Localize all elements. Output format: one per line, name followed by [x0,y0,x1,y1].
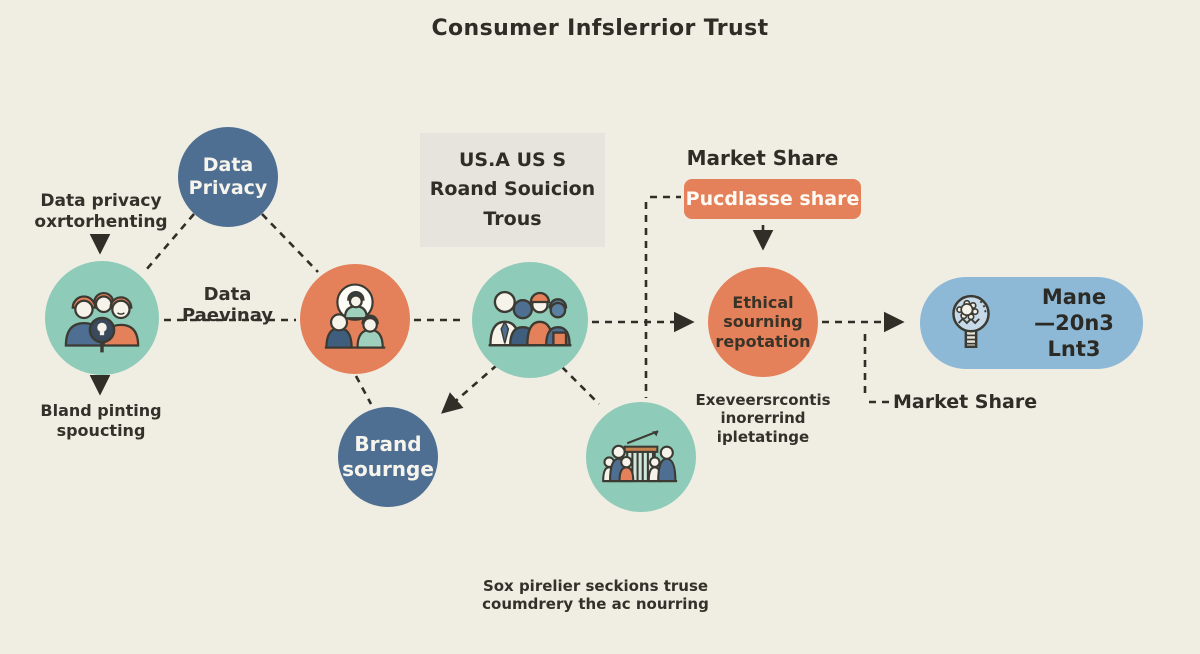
market-share-label: Market Share [893,391,1038,413]
node-data-privacy: Data Privacy [178,127,278,227]
customer-group-magnifier-icon [64,291,140,353]
arrow-consumers-to-brand [441,364,498,414]
purchase-share-box: Pucdlasse share [684,179,861,219]
survey-box: US.A US S Roand Souicion Trous [420,133,605,247]
node-growth-chart [586,402,696,512]
node-customer-group [45,261,159,375]
link-privacy-to-community [261,213,319,273]
caption-data-privacy: Data privacy oxrtorhenting [34,191,168,232]
footer-caption: Sox pirelier seckions truse coumdrery th… [482,577,709,614]
page-title: Consumer Infslerrior Trust [431,16,769,41]
node-consumers [472,262,588,378]
result-pill: Mane —20n3 Lnt3 [920,277,1143,369]
label-data-paevinay: Data Paevinay [181,284,274,326]
people-bar-chart-icon [602,430,678,483]
link-consumers-to-growth [561,366,600,405]
magnifier-gear-icon [952,294,990,348]
caption-brand-pinting: Bland pinting spoucting [40,401,162,440]
node-brand-sournge: Brand sournge [338,407,438,507]
caption-ethical: Exeveersrcontis inorerrind ipletatinge [695,391,831,446]
market-share-heading: Market Share [686,146,839,170]
link-community-to-brand [354,375,373,405]
node-ethical-sourcing: Ethical sourning repotation [708,267,818,377]
node-community-group [300,264,410,374]
consumer-lineup-icon [488,290,572,347]
community-group-icon [324,283,386,349]
pill-text: Mane —20n3 Lnt3 [1034,284,1114,362]
